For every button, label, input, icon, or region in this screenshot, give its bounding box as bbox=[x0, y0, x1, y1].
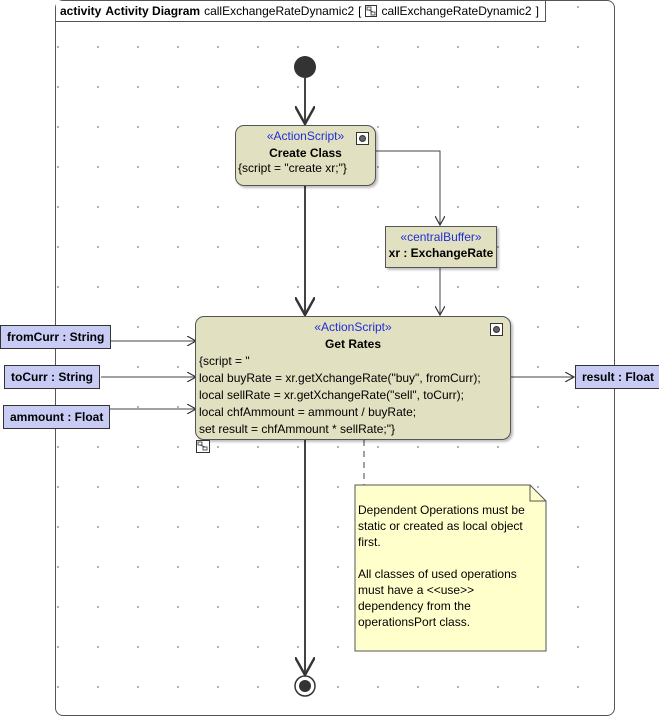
note-shape[interactable] bbox=[354, 484, 547, 652]
frame-open-bracket: [ bbox=[358, 4, 362, 18]
param-to-curr[interactable]: toCurr : String bbox=[4, 365, 100, 389]
action-create-class[interactable]: «ActionScript» Create Class {script = "c… bbox=[235, 125, 376, 186]
create-class-body: {script = "create xr;"} bbox=[238, 161, 347, 175]
flow-create-to-buffer[interactable] bbox=[376, 150, 440, 225]
param-result[interactable]: result : Float bbox=[575, 365, 659, 389]
central-buffer-xr[interactable]: «centralBuffer» xr : ExchangeRate bbox=[385, 226, 497, 268]
action-script-icon bbox=[356, 132, 369, 145]
frame-diagram-name[interactable]: callExchangeRateDynamic2 bbox=[204, 4, 355, 18]
activity-diagram-icon bbox=[365, 5, 378, 17]
call-behavior-icon bbox=[196, 440, 210, 453]
action-script-icon bbox=[490, 323, 503, 336]
param-from-curr[interactable]: fromCurr : String bbox=[0, 325, 112, 349]
param-ammount[interactable]: ammount : Float bbox=[3, 405, 111, 429]
note-text: Dependent Operations must be static or c… bbox=[358, 503, 525, 629]
action-get-rates[interactable]: «ActionScript» Get Rates {script = " loc… bbox=[195, 316, 511, 440]
get-rates-title: Get Rates bbox=[324, 337, 382, 351]
initial-node[interactable] bbox=[294, 56, 316, 78]
create-class-stereotype: «ActionScript» bbox=[266, 129, 345, 143]
frame-ref-name[interactable]: callExchangeRateDynamic2 bbox=[381, 4, 532, 18]
note-fold bbox=[529, 485, 546, 502]
frame-header: activity Activity Diagram callExchangeRa… bbox=[56, 1, 546, 22]
buffer-label: xr : ExchangeRate bbox=[388, 246, 494, 260]
get-rates-body: {script = " local buyRate = xr.getXchang… bbox=[199, 354, 481, 436]
frame-close-bracket: ] bbox=[535, 4, 539, 18]
frame-diagram-type: Activity Diagram bbox=[105, 4, 201, 18]
get-rates-stereotype: «ActionScript» bbox=[314, 320, 392, 334]
final-node-inner bbox=[299, 680, 311, 692]
create-class-title: Create Class bbox=[269, 146, 342, 160]
buffer-stereotype: «centralBuffer» bbox=[400, 230, 482, 244]
frame-kind: activity bbox=[60, 4, 102, 18]
